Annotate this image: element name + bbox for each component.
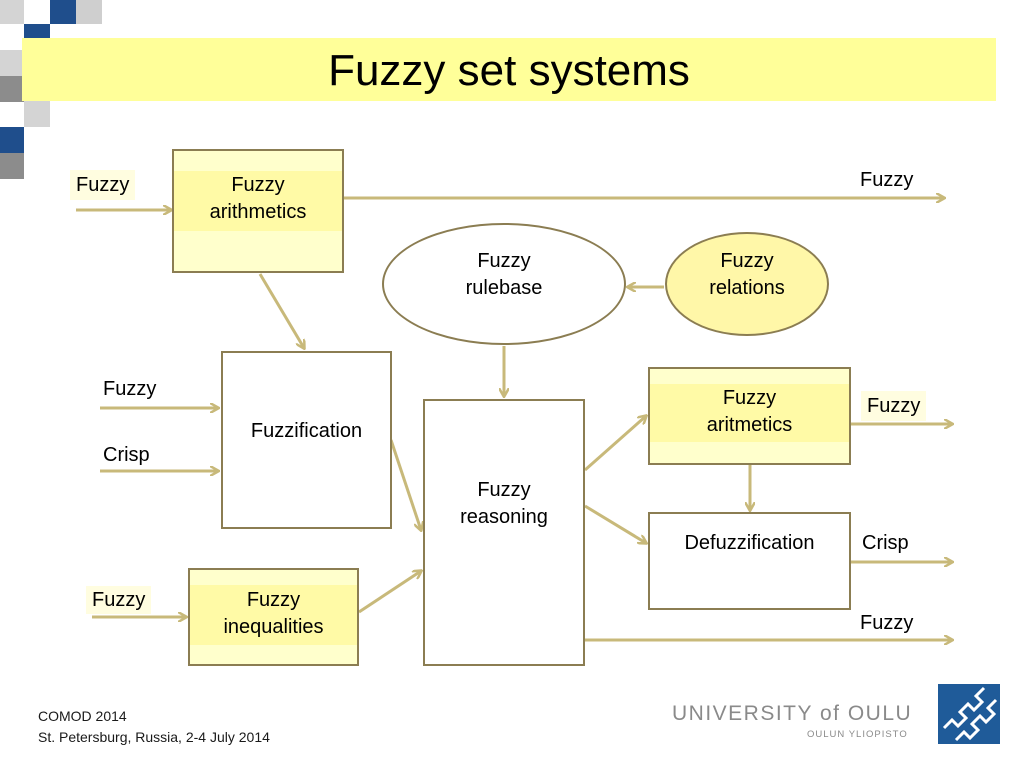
node-fuzzy-arithmetics-label: Fuzzy arithmetics: [209, 174, 307, 223]
arrow-reasoning-to-arith-right: [584, 416, 646, 472]
node-fuzzy-inequalities-label: Fuzzy inequalities: [223, 589, 324, 638]
node-defuzzification-label: Defuzzification: [684, 532, 815, 554]
node-fuzzy-relations: [665, 232, 829, 336]
node-fuzzy-relations-label: Fuzzy relations: [709, 250, 785, 299]
edge-label-out-arith-right: Fuzzy: [861, 391, 927, 421]
university-logo: [938, 684, 1000, 744]
arrow-reasoning-to-defuzz: [584, 504, 646, 543]
node-defuzzification: [648, 512, 851, 610]
university-logo-icon: [942, 686, 998, 742]
edge-label-in-fuzzification-crisp: Crisp: [103, 444, 150, 466]
edge-label-in-arith-top: Fuzzy: [70, 170, 136, 200]
footer-location: St. Petersburg, Russia, 2-4 July 2014: [38, 729, 270, 745]
node-fuzzy-rulebase: [382, 223, 626, 345]
node-band: [190, 585, 357, 645]
edge-label-in-fuzzification-fuzzy: Fuzzy: [103, 378, 157, 400]
edge-label-out-defuzz: Crisp: [862, 532, 909, 554]
arrow-arith-to-fuzzification: [258, 273, 304, 348]
university-name: UNIVERSITY of OULU: [672, 702, 913, 725]
title-band: [22, 38, 996, 101]
node-fuzzy-reasoning-label: Fuzzy reasoning: [460, 479, 548, 528]
edge-label-out-arith-top: Fuzzy: [860, 169, 914, 191]
node-fuzzy-rulebase-label: Fuzzy rulebase: [465, 250, 543, 299]
node-fuzzification: [221, 351, 392, 529]
university-subname: OULUN YLIOPISTO: [807, 729, 908, 740]
arrow-inequalities-to-reasoning: [358, 571, 421, 614]
node-fuzzification-label: Fuzzification: [250, 420, 363, 442]
footer-event: COMOD 2014: [38, 708, 127, 724]
edge-label-in-inequalities: Fuzzy: [86, 586, 152, 614]
edge-label-out-reasoning: Fuzzy: [860, 612, 914, 634]
arrow-fuzzification-to-reasoning: [389, 439, 421, 530]
node-band: [650, 384, 849, 442]
slide-title: Fuzzy set systems: [328, 46, 690, 95]
node-fuzzy-aritmetics-label: Fuzzy aritmetics: [706, 387, 793, 436]
node-fuzzy-reasoning: [423, 399, 585, 666]
node-band: [174, 171, 342, 231]
